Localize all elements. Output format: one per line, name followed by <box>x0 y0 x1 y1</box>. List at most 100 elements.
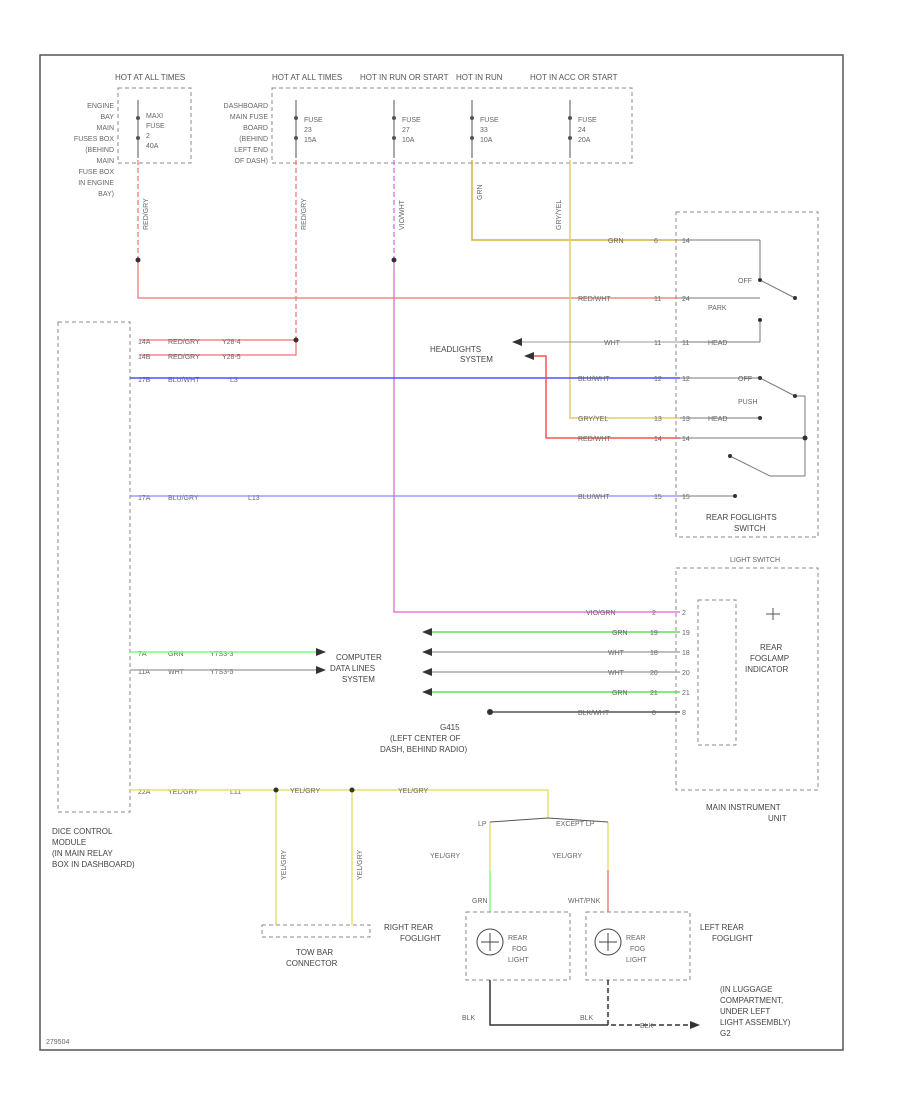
indicator-box <box>697 599 737 746</box>
svg-text:HEADLIGHTS: HEADLIGHTS <box>430 345 481 354</box>
svg-text:YEL/GRY: YEL/GRY <box>552 853 583 860</box>
svg-text:REAR: REAR <box>760 643 782 652</box>
svg-text:BAY: BAY <box>101 114 115 121</box>
svg-text:IN ENGINE: IN ENGINE <box>78 180 114 187</box>
svg-text:RED/GRY: RED/GRY <box>168 339 200 346</box>
svg-text:(IN MAIN RELAY: (IN MAIN RELAY <box>52 849 113 858</box>
ground-g415: G415 (LEFT CENTER OF DASH, BEHIND RADIO) <box>380 723 467 754</box>
svg-text:20: 20 <box>650 670 658 677</box>
svg-text:14B: 14B <box>138 354 151 361</box>
switch-internal <box>680 239 806 497</box>
svg-text:Y28-4: Y28-4 <box>222 339 241 346</box>
svg-text:BLU/WHT: BLU/WHT <box>168 377 200 384</box>
svg-text:FOG: FOG <box>512 946 527 953</box>
svg-text:BLK/WHT: BLK/WHT <box>578 710 610 717</box>
svg-text:6: 6 <box>654 238 658 245</box>
svg-text:OFF: OFF <box>738 376 752 383</box>
svg-text:RED/WHT: RED/WHT <box>578 296 611 303</box>
instrument-label: MAIN INSTRUMENT UNIT <box>706 803 787 823</box>
svg-text:Y7S3-3: Y7S3-3 <box>210 651 233 658</box>
svg-text:L3: L3 <box>230 377 238 384</box>
yel-wire-labels: YEL/GRY YEL/GRY YEL/GRY YEL/GRY <box>290 788 583 860</box>
svg-text:15: 15 <box>682 494 690 501</box>
label-vio-wht: VIO/WHT <box>399 199 406 230</box>
svg-text:(BEHIND: (BEHIND <box>239 136 268 143</box>
svg-text:40A: 40A <box>146 143 159 150</box>
svg-text:11: 11 <box>654 340 661 347</box>
left-lamp-filament-icon <box>599 933 617 951</box>
svg-text:YEL/GRY: YEL/GRY <box>430 853 461 860</box>
svg-text:COMPUTER: COMPUTER <box>336 653 382 662</box>
svg-text:Y7S3-5: Y7S3-5 <box>210 669 233 676</box>
svg-text:L11: L11 <box>230 789 241 796</box>
arrow-heads <box>422 628 493 715</box>
svg-text:LEFT END: LEFT END <box>234 147 268 154</box>
svg-text:18: 18 <box>682 650 690 657</box>
svg-text:REAR: REAR <box>508 935 527 942</box>
svg-text:18: 18 <box>650 650 658 657</box>
svg-text:12: 12 <box>682 376 690 383</box>
label-yel-gry-v1: YEL/GRY <box>281 849 288 880</box>
svg-text:RED/GRY: RED/GRY <box>168 354 200 361</box>
fuse-symbols <box>137 100 571 158</box>
svg-text:BOARD: BOARD <box>243 125 268 132</box>
ground-arrow-icon <box>690 1021 700 1029</box>
ddm-pins: 14A RED/GRY Y28-4 14B RED/GRY Y28-5 17B … <box>138 339 260 796</box>
wire-red-dash <box>140 160 297 356</box>
hot-at-all-times-2: HOT AT ALL TIMES <box>272 73 342 82</box>
svg-text:23: 23 <box>304 127 312 134</box>
svg-text:OFF: OFF <box>738 278 752 285</box>
svg-text:Y28-5: Y28-5 <box>222 354 241 361</box>
svg-text:OF DASH): OF DASH) <box>235 158 268 165</box>
svg-text:SYSTEM: SYSTEM <box>342 675 375 684</box>
svg-text:YEL/GRY: YEL/GRY <box>168 789 199 796</box>
svg-text:DASHBOARD: DASHBOARD <box>224 103 268 110</box>
ground-wires <box>489 980 690 1026</box>
diagram-frame <box>39 54 844 1051</box>
svg-text:FUSE: FUSE <box>480 117 499 124</box>
main-instrument-box <box>675 567 819 791</box>
fuse-dots <box>136 116 572 140</box>
svg-text:WHT: WHT <box>608 670 625 677</box>
svg-text:GRN: GRN <box>612 690 628 697</box>
svg-text:14: 14 <box>682 436 690 443</box>
svg-text:ENGINE: ENGINE <box>87 103 114 110</box>
svg-text:DASH, BEHIND RADIO): DASH, BEHIND RADIO) <box>380 745 467 754</box>
label-red-gry-2: RED/GRY <box>301 198 308 230</box>
svg-text:21: 21 <box>682 690 690 697</box>
svg-text:WHT: WHT <box>608 650 625 657</box>
svg-text:GRY/YEL: GRY/YEL <box>578 416 608 423</box>
fog-feed-wires <box>489 870 609 912</box>
lp-label: LP <box>478 821 487 828</box>
svg-text:VIO/GRN: VIO/GRN <box>586 610 616 617</box>
hot-in-acc: HOT IN ACC OR START <box>530 73 618 82</box>
tow-bar-connector-box <box>261 924 371 938</box>
svg-text:FOGLIGHT: FOGLIGHT <box>712 934 753 943</box>
svg-text:(BEHIND: (BEHIND <box>85 147 114 154</box>
right-fog-lamp-label: REAR FOG LIGHT <box>508 935 529 964</box>
yel-splices <box>273 787 355 793</box>
svg-text:BLK: BLK <box>580 1015 594 1022</box>
svg-text:SWITCH: SWITCH <box>734 524 766 533</box>
svg-text:YEL/GRY: YEL/GRY <box>398 788 429 795</box>
svg-text:14: 14 <box>654 436 662 443</box>
wire-gry-yel <box>569 160 680 419</box>
power-section <box>117 87 633 164</box>
switch-label: REAR FOGLIGHTS SWITCH <box>706 513 777 533</box>
svg-text:11: 11 <box>682 340 689 347</box>
ddm-label: DICE CONTROL MODULE (IN MAIN RELAY BOX I… <box>52 827 135 869</box>
svg-text:GRN: GRN <box>472 898 488 905</box>
svg-text:11: 11 <box>654 296 661 303</box>
ground-location: (IN LUGGAGE COMPARTMENT, UNDER LEFT LIGH… <box>720 985 791 1038</box>
switch-pins: 14 24 11 12 13 14 15 <box>682 238 690 501</box>
rear-foglight-switch-box <box>675 211 819 538</box>
dash-fuse-box-label: DASHBOARD MAIN FUSE BOARD (BEHIND LEFT E… <box>224 103 269 165</box>
svg-text:G2: G2 <box>720 1029 731 1038</box>
svg-text:13: 13 <box>682 416 690 423</box>
wire-red-left <box>137 160 680 299</box>
svg-text:20A: 20A <box>578 137 591 144</box>
svg-text:7A: 7A <box>138 651 147 658</box>
footer-code: 279504 <box>46 1039 69 1046</box>
svg-text:FOG: FOG <box>630 946 645 953</box>
instrument-pin-nums: 2 19 18 20 21 8 <box>650 610 658 717</box>
